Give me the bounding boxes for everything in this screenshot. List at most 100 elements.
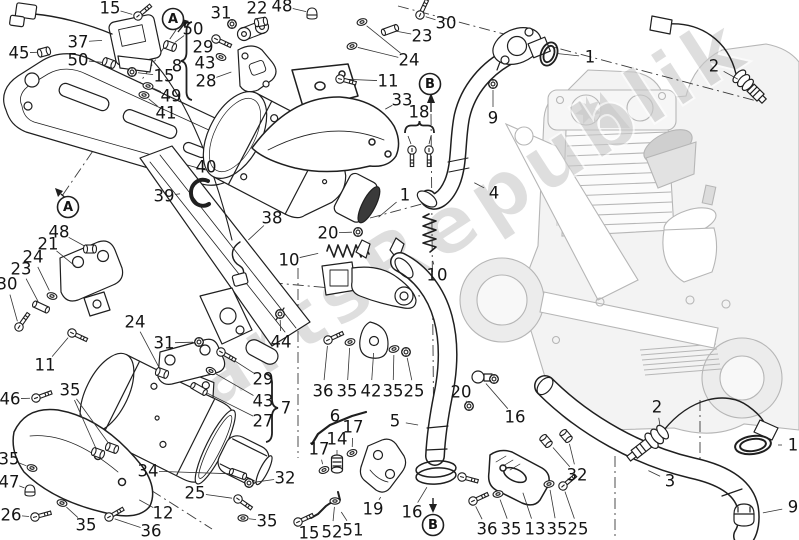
screw-part (14, 311, 31, 332)
nut-part (489, 374, 499, 384)
screw-part (133, 3, 153, 21)
callout-label: 1 (788, 436, 799, 455)
washer-part (492, 490, 504, 498)
leader-line (137, 72, 154, 76)
ref-marker-a (161, 7, 185, 31)
callout-label: 35 (76, 516, 97, 535)
leader-line (74, 399, 96, 448)
washer-part (215, 52, 227, 62)
leader-line (569, 443, 575, 465)
washer-part (142, 82, 154, 90)
spring-10-right (422, 213, 437, 253)
callout-label: 35 (547, 520, 568, 539)
pipe-clamp-16 (415, 460, 457, 485)
leader-line (378, 496, 382, 500)
sensor-unit (9, 2, 233, 241)
leader-line (522, 492, 532, 519)
leader-line (158, 470, 233, 475)
callout-label: 10 (279, 251, 300, 270)
grommet-part (539, 434, 553, 448)
leader-line (648, 470, 661, 477)
oxygen-sensor-bottom (626, 397, 779, 462)
leader-line (564, 491, 575, 519)
leader-line (19, 462, 27, 467)
leader-line (432, 260, 435, 265)
callout-label: 15 (100, 0, 121, 18)
cap-part (24, 484, 36, 497)
hanger-plate-19 (359, 438, 407, 493)
washer-part (329, 497, 341, 505)
leader-line (549, 489, 556, 519)
tail-frame (3, 53, 311, 365)
ref-marker-a (56, 195, 80, 219)
callout-label: 20 (318, 224, 339, 243)
nut-part (488, 79, 498, 89)
washer-part (388, 345, 400, 353)
rubber-clip (188, 177, 211, 208)
callout-label: 23 (412, 27, 433, 46)
callout-label: 50 (183, 20, 204, 39)
leader-line (248, 225, 265, 241)
spacer-part (31, 300, 51, 314)
leader-line (215, 373, 254, 396)
gasket-ring-top (539, 41, 559, 67)
callout-label: 10 (427, 266, 448, 285)
leader-line (425, 16, 436, 21)
ref-marker-b (421, 513, 445, 537)
leader-line (9, 294, 18, 322)
callout-label: 35 (337, 382, 358, 401)
nut-part (275, 309, 285, 319)
callout-label: 17 (343, 418, 364, 437)
callout-label: 39 (154, 187, 175, 206)
brace-8 (180, 21, 193, 101)
group-braces (180, 21, 435, 443)
screw-part (293, 512, 315, 527)
ref-marker-label: A (168, 12, 178, 27)
callout-label: 32 (275, 469, 296, 488)
callout-label: 51 (343, 521, 364, 540)
grommet-part (101, 56, 117, 70)
callout-label: 25 (185, 484, 206, 503)
callout-label: 8 (172, 57, 183, 76)
callout-label: 43 (195, 54, 216, 73)
washer-part (356, 18, 368, 26)
grommet-part (82, 244, 98, 254)
callout-label: 29 (253, 370, 274, 389)
spacer-part (380, 23, 400, 37)
washer-part (318, 465, 330, 475)
screw-part (558, 473, 578, 491)
leader-line (216, 71, 232, 78)
screw-part (335, 74, 358, 86)
leader-line (254, 479, 275, 483)
center-bracket (321, 237, 417, 309)
callout-label: 35 (0, 450, 20, 469)
callout-label: 28 (196, 72, 217, 91)
leader-line (332, 506, 335, 522)
callout-label: 21 (38, 235, 59, 254)
washer-part (344, 338, 356, 346)
header-pipe-4 (416, 46, 521, 210)
screw-part (407, 145, 417, 168)
grommet-part (559, 429, 573, 443)
callout-label: 15 (299, 524, 320, 540)
callout-label: 42 (361, 382, 382, 401)
bracket-51 (310, 491, 341, 519)
callout-label: 36 (313, 382, 334, 401)
ref-marker-label: B (428, 518, 438, 533)
callout-label: 24 (399, 51, 420, 70)
callout-label: 24 (23, 248, 44, 267)
heat-shield-13 (487, 449, 550, 506)
leader-line (475, 506, 483, 520)
washer-part (237, 514, 249, 522)
leader-line (345, 78, 378, 81)
leader-line (366, 25, 401, 54)
washer-part (138, 91, 150, 99)
callout-label: 35 (60, 381, 81, 400)
spacer-part (190, 381, 208, 397)
callout-label: 9 (788, 498, 799, 517)
leader-line (68, 236, 85, 247)
grommet-part (90, 446, 106, 460)
callout-label: 48 (272, 0, 293, 16)
callout-label: 19 (363, 500, 384, 519)
